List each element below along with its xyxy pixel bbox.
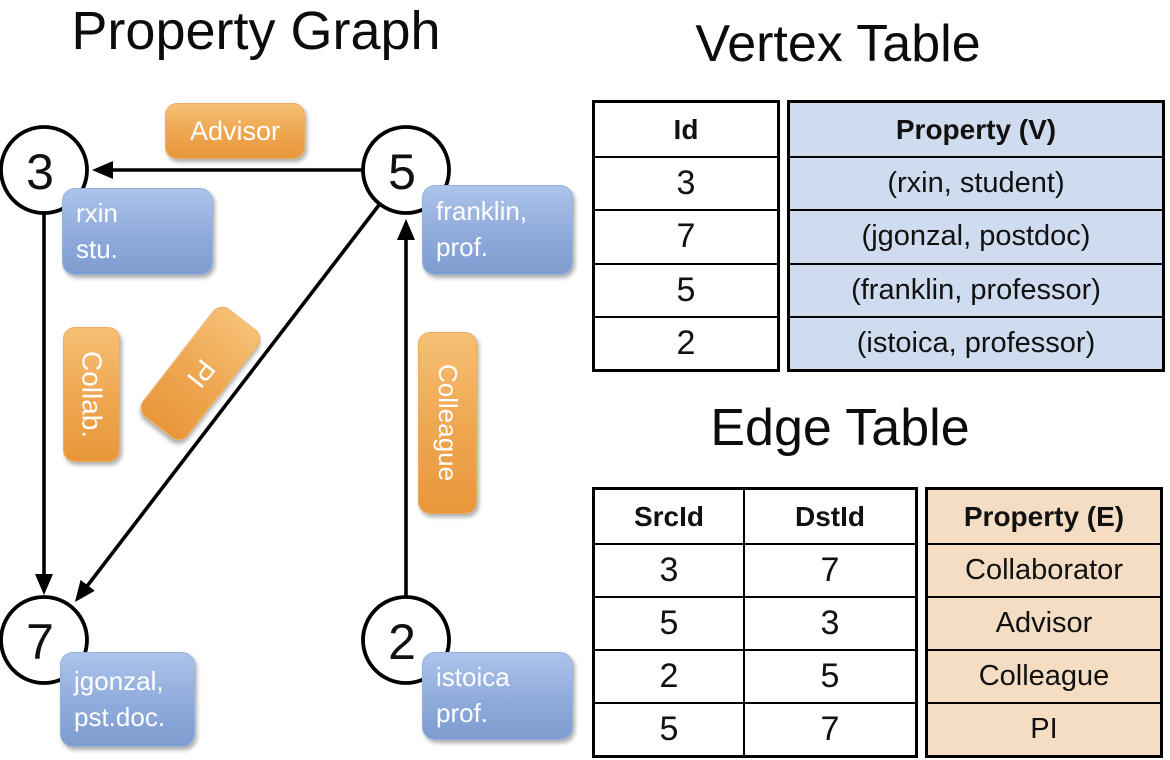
node-property-line: pst.doc. <box>74 701 166 732</box>
edge-property-cell: Advisor <box>928 596 1160 649</box>
vertex-id-cell: 5 <box>595 262 777 316</box>
edge-table-title: Edge Table <box>710 399 970 457</box>
edge-dstid-cell: 3 <box>743 596 915 649</box>
node-id-5: 5 <box>388 144 416 200</box>
edge-label-collab: Collab. <box>63 327 120 462</box>
edge-property-cell: PI <box>928 702 1160 755</box>
node-property-box-7: jgonzal, pst.doc. <box>60 652 195 747</box>
vertex-table-id-column: Id 3 7 5 2 <box>592 100 780 372</box>
vertex-table-property-column: Property (V) (rxin, student) (jgonzal, p… <box>787 100 1165 372</box>
node-property-line: franklin, <box>436 196 528 227</box>
node-property-box-3: rxin stu. <box>62 188 213 275</box>
edge-label-colleague: Colleague <box>418 332 477 514</box>
property-graph-title: Property Graph <box>71 1 441 61</box>
edge-property-header: Property (E) <box>928 490 1160 543</box>
node-property-box-2: istoica prof. <box>422 652 573 740</box>
edge-srcid-header: SrcId <box>633 500 705 532</box>
vertex-id-cell: 2 <box>595 315 777 369</box>
node-id-7: 7 <box>26 614 54 670</box>
node-property-line: prof. <box>436 698 489 728</box>
vertex-property-header: Property (V) <box>790 103 1162 157</box>
edge-label-advisor: Advisor <box>165 103 305 159</box>
edge-srcid-cell: 5 <box>595 702 743 755</box>
node-id-2: 2 <box>388 614 416 670</box>
edge-srcid-cell: 3 <box>595 543 743 596</box>
edge-line-pi <box>74 203 381 602</box>
vertex-property-cell: (rxin, student) <box>790 156 1162 210</box>
edge-dstid-header: DstId <box>743 490 915 543</box>
vertex-id-cell: 3 <box>595 156 777 209</box>
edge-table-property-column: Property (E) Collaborator Advisor Collea… <box>925 487 1163 758</box>
node-property-line: jgonzal, <box>74 665 164 696</box>
node-id-3: 3 <box>26 144 54 200</box>
edge-property-cell: Collaborator <box>928 543 1160 596</box>
vertex-id-header: Id <box>673 113 699 145</box>
edge-dstid-cell: 7 <box>743 702 915 755</box>
edge-srcid-cell: 5 <box>595 596 743 649</box>
edge-dstid-cell: 7 <box>743 543 915 596</box>
node-property-line: istoica <box>436 662 510 693</box>
node-property-line: prof. <box>436 232 489 262</box>
edge-table-id-columns: SrcId DstId 3 7 5 3 2 5 5 7 <box>592 487 918 758</box>
vertex-property-cell: (franklin, professor) <box>790 262 1162 316</box>
node-property-line: stu. <box>76 233 118 264</box>
edge-srcid-cell: 2 <box>595 649 743 702</box>
edge-dstid-cell: 5 <box>743 649 915 702</box>
vertex-property-cell: (istoica, professor) <box>790 315 1162 369</box>
node-property-line: rxin <box>76 197 118 228</box>
vertex-table-title: Vertex Table <box>695 15 981 73</box>
edge-property-cell: Colleague <box>928 649 1160 702</box>
vertex-id-cell: 7 <box>595 209 777 262</box>
node-property-box-5: franklin, prof. <box>422 185 573 275</box>
vertex-property-cell: (jgonzal, postdoc) <box>790 209 1162 263</box>
